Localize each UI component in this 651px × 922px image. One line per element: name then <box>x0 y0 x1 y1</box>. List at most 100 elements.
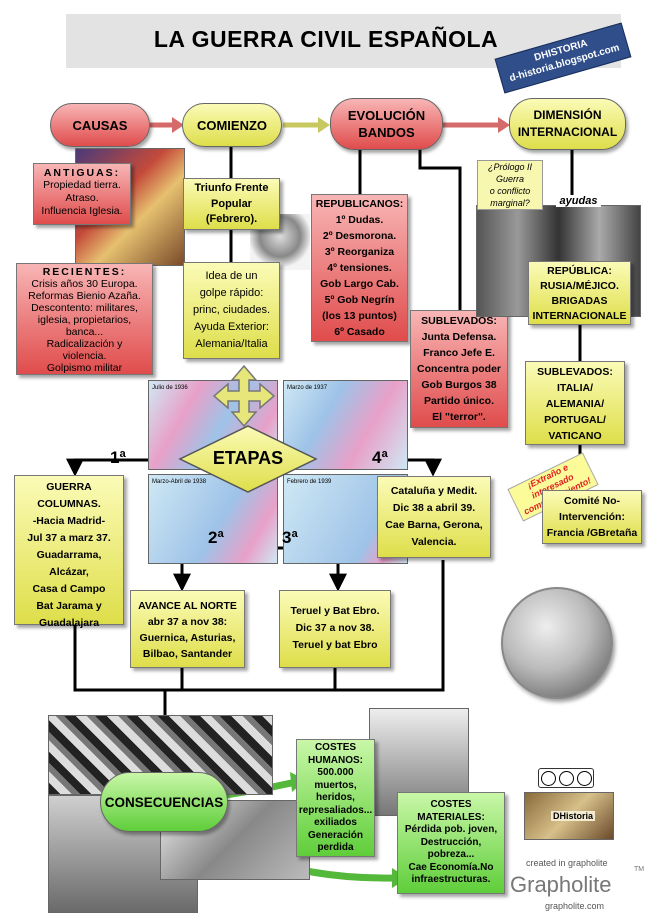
costes-materiales-line-4: Destrucción, <box>420 836 482 848</box>
sublevados-int-line-5: VATICANO <box>548 430 602 442</box>
columnas-line-8: Guadalajara <box>38 617 100 629</box>
recientes-title: RECIENTES: <box>42 266 127 278</box>
sublevados-bando-line-4: Concentra poder <box>416 363 501 375</box>
republica-int-line-2: RUSIA/MÉJICO. <box>540 280 619 292</box>
four-way-arrow-icon <box>212 364 276 428</box>
antiguas-line-3: Influencia Iglesia. <box>41 205 123 217</box>
map-marzo-abril-1938: Marzo-Abril de 1938 <box>148 474 278 564</box>
prologo-line-2: Guerra <box>495 174 524 184</box>
sublevados-int-line-4: PORTUGAL/ <box>544 414 606 426</box>
republicanos-title: REPUBLICANOS: <box>315 198 404 210</box>
recientes-line-5: banca... <box>65 326 104 338</box>
etapas-diamond[interactable] <box>178 424 318 494</box>
teruel-line-3: Teruel y bat Ebro <box>292 639 378 651</box>
box-costes-humanos: COSTES HUMANOS: 500.000 muertos, heridos… <box>296 739 375 857</box>
columnas-line-3: Jul 37 a marz 37. <box>27 532 111 544</box>
dhistoria-logo-text: DHistoria <box>551 811 596 821</box>
node-evolucion[interactable]: EVOLUCIÓN BANDOS <box>330 98 443 150</box>
teruel-line-2: Dic 37 a nov 38. <box>295 622 375 634</box>
etapa-1-label: 1ª <box>110 448 126 467</box>
republicanos-line-5: Gob Largo Cab. <box>320 278 399 290</box>
cataluna-line-2: Dic 38 a abril 39. <box>392 502 476 514</box>
republicanos-line-7: (los 13 puntos) <box>322 310 397 322</box>
node-causas[interactable]: CAUSAS <box>50 103 150 147</box>
line-evolucion-sublevados <box>418 145 462 310</box>
costes-materiales-line-7: infraestructuras. <box>411 874 491 885</box>
cataluna-line-3: Cae Barna, Gerona, <box>385 519 483 531</box>
columnas-line-6: Casa d Campo <box>32 583 106 595</box>
avance-line-4: Bilbao, Santander <box>142 648 233 660</box>
node-evolucion-label: EVOLUCIÓN BANDOS <box>347 108 426 140</box>
line-collector <box>73 560 445 692</box>
sublevados-int-line-3: ALEMANIA/ <box>545 398 605 410</box>
dhistoria-logo[interactable]: DHistoria <box>524 792 614 840</box>
box-sublevados-bando: SUBLEVADOS: Junta Defensa. Franco Jefe E… <box>410 310 508 428</box>
antiguas-line-1: Propiedad tierra. <box>43 179 121 191</box>
box-sublevados-int: SUBLEVADOS: ITALIA/ ALEMANIA/ PORTUGAL/ … <box>525 361 625 445</box>
arrow-evolucion-dimension <box>443 117 510 133</box>
map-label-1: Julio de 1936 <box>152 385 188 391</box>
costes-humanos-line-9: perdida <box>317 842 354 853</box>
box-teruel: Teruel y Bat Ebro. Dic 37 a nov 38. Teru… <box>279 590 391 668</box>
etapas-label: ETAPAS <box>212 448 284 468</box>
grapholite-site[interactable]: grapholite.com <box>545 901 605 911</box>
node-dimension[interactable]: DIMENSIÓN INTERNACIONAL <box>509 98 626 150</box>
columnas-line-5: Alcázar, <box>49 566 89 578</box>
comite-line-3: Francia /GBretaña <box>546 527 638 539</box>
node-comienzo-label: COMIENZO <box>196 117 268 133</box>
box-recientes: RECIENTES: Crisis años 30 Europa. Reform… <box>16 263 153 375</box>
box-golpe: Idea de un golpe rápido: princ, ciudades… <box>183 262 280 359</box>
sublevados-bando-line-2: Junta Defensa. <box>421 331 497 343</box>
golpe-line-3: princ, ciudades. <box>192 304 271 316</box>
box-cataluna: Cataluña y Medit. Dic 38 a abril 39. Cae… <box>377 476 491 558</box>
columnas-line-1: GUERRA COLUMNAS. <box>37 481 101 510</box>
recientes-line-1: Crisis años 30 Europa. <box>31 278 138 290</box>
republicanos-line-1: 1º Dudas. <box>335 214 384 226</box>
avance-line-1: AVANCE AL NORTE <box>138 600 237 612</box>
box-guerra-columnas: GUERRA COLUMNAS. -Hacia Madrid- Jul 37 a… <box>14 475 124 629</box>
comite-line-1: Comité No- <box>564 495 620 507</box>
republicanos-line-8: 6º Casado <box>334 326 385 338</box>
map-label-2: Marzo de 1937 <box>287 385 328 391</box>
antiguas-line-2: Atraso. <box>65 192 99 204</box>
trademark-label: TM <box>634 866 645 873</box>
recientes-line-8: Golpismo militar <box>46 362 123 374</box>
costes-humanos-line-5: heridos, <box>316 792 355 803</box>
sublevados-bando-line-5: Gob Burgos 38 <box>421 379 497 391</box>
grapholite-brand[interactable]: Grapholite <box>510 872 612 897</box>
republica-int-line-4: INTERNACIONALE <box>532 310 627 322</box>
box-triunfo: Triunfo Frente Popular (Febrero). <box>183 178 280 230</box>
recientes-line-4: iglesia, propietarios, <box>37 314 132 326</box>
arrow-comienzo-evolucion <box>283 117 330 133</box>
creative-commons-icon[interactable] <box>538 768 594 788</box>
golpe-line-5: Alemania/Italia <box>195 338 268 350</box>
triunfo-line-3: (Febrero). <box>205 213 258 225</box>
republica-int-line-1: REPÚBLICA: <box>547 265 612 277</box>
sublevados-bando-line-3: Franco Jefe E. <box>423 347 495 359</box>
avance-line-2: abr 37 a nov 38: <box>147 616 228 628</box>
created-in-label: created in grapholite <box>526 858 608 868</box>
prologo-line-3: o conflicto <box>489 186 531 196</box>
by-circle-icon <box>559 771 574 786</box>
golpe-line-1: Idea de un <box>205 270 258 282</box>
costes-humanos-line-8: Generación <box>307 829 364 841</box>
costes-materiales-line-5: pobreza... <box>427 849 475 860</box>
recientes-line-2: Reformas Bienio Azaña. <box>28 290 141 302</box>
costes-humanos-line-4: muertos, <box>314 779 357 791</box>
costes-humanos-line-2: HUMANOS: <box>308 754 363 766</box>
cataluna-line-4: Valencia. <box>411 536 457 548</box>
prologo-line-4: marginal? <box>490 198 530 208</box>
costes-humanos-line-1: COSTES <box>314 742 357 753</box>
republicanos-line-4: 4º tensiones. <box>327 262 392 274</box>
page-title: LA GUERRA CIVIL ESPAÑOLA <box>153 26 499 52</box>
node-comienzo[interactable]: COMIENZO <box>182 103 282 147</box>
costes-humanos-line-3: 500.000 <box>317 767 354 778</box>
columnas-line-2: -Hacia Madrid- <box>32 515 106 527</box>
prologo-line-1: ¿Prólogo II <box>487 162 533 172</box>
node-causas-label: CAUSAS <box>72 117 128 133</box>
sublevados-int-line-2: ITALIA/ <box>557 382 593 394</box>
golpe-line-4: Ayuda Exterior: <box>193 321 269 333</box>
node-consecuencias[interactable]: CONSECUENCIAS <box>100 772 228 832</box>
costes-materiales-line-2: MATERIALES: <box>417 811 485 823</box>
teruel-line-1: Teruel y Bat Ebro. <box>290 605 380 617</box>
